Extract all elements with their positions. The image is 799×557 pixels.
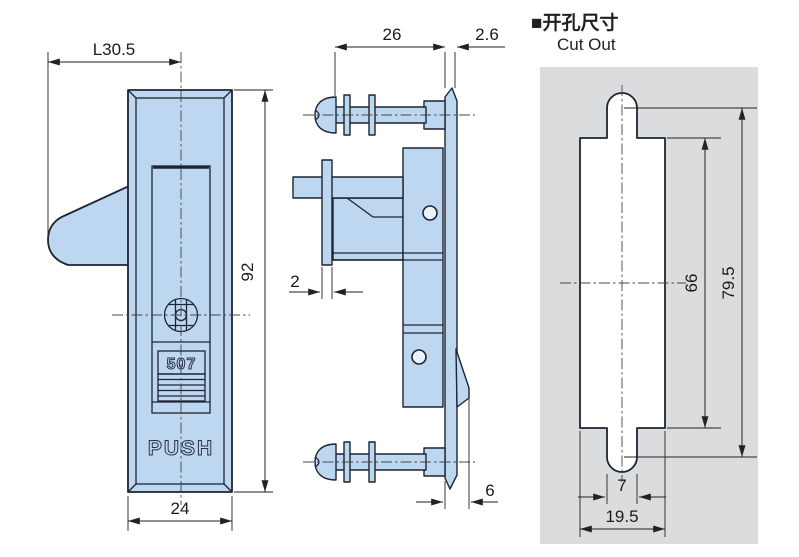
dim-label-L30-5: L30.5 bbox=[93, 40, 136, 59]
mounting-flange bbox=[444, 87, 458, 490]
side-view: 26 2.6 2 6 bbox=[289, 25, 505, 509]
body-column bbox=[402, 147, 444, 408]
dim-label-26: 26 bbox=[383, 25, 402, 44]
latch-hook bbox=[455, 348, 470, 408]
handle-lever bbox=[47, 185, 130, 266]
cutout-shape bbox=[579, 92, 666, 473]
rivet-hole-upper bbox=[422, 205, 438, 221]
grip-ridges-box bbox=[157, 373, 206, 402]
latch-arm bbox=[292, 176, 404, 199]
front-view: 507 PUSH L30.5 92 24 bbox=[47, 40, 273, 531]
model-number-label: 507 bbox=[167, 356, 197, 373]
bevel-corner-tl bbox=[127, 89, 137, 99]
dim-label-2: 2 bbox=[290, 272, 299, 291]
body-block bbox=[332, 197, 404, 261]
push-label: PUSH bbox=[148, 437, 214, 460]
dim-label-79-5: 79.5 bbox=[719, 266, 738, 299]
dim-label-6: 6 bbox=[485, 481, 494, 500]
front-plate bbox=[127, 89, 233, 493]
bevel-corner-br bbox=[223, 483, 233, 493]
cutout-title-en: Cut Out bbox=[557, 35, 616, 54]
dim-label-24: 24 bbox=[171, 499, 190, 518]
dim-label-92: 92 bbox=[238, 263, 257, 282]
bevel-corner-bl bbox=[127, 483, 137, 493]
dim-label-2-6: 2.6 bbox=[475, 25, 499, 44]
cutout-view: ■开孔尺寸 Cut Out 66 79.5 7 19.5 bbox=[531, 11, 758, 544]
dim-label-66: 66 bbox=[682, 274, 701, 293]
dim-label-19-5: 19.5 bbox=[605, 507, 638, 526]
cutout-title-zh: ■开孔尺寸 bbox=[531, 11, 618, 34]
arm-notch-diagonal bbox=[346, 197, 374, 218]
rivet-hole-lower bbox=[411, 349, 427, 365]
dim-label-7: 7 bbox=[617, 476, 626, 495]
thin-plate bbox=[321, 159, 333, 266]
front-plate-bevel bbox=[135, 97, 225, 485]
bevel-corner-tr bbox=[223, 89, 233, 99]
